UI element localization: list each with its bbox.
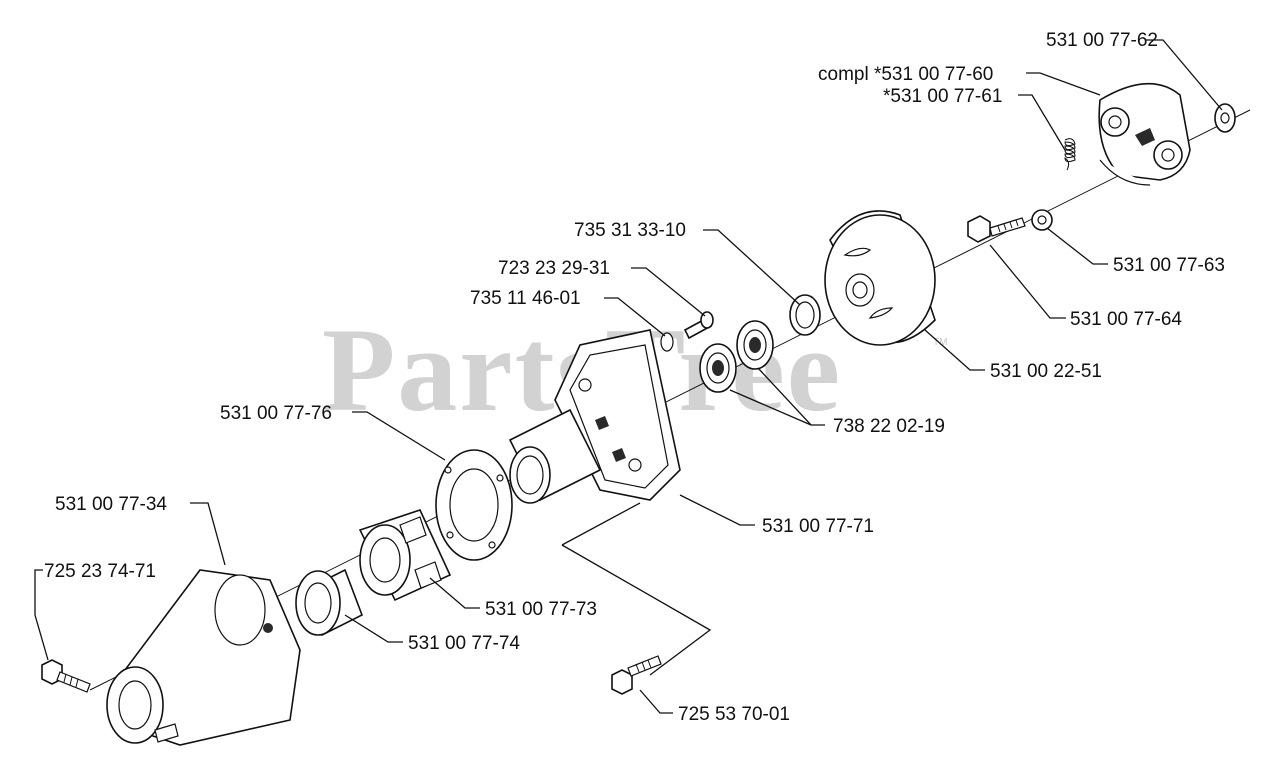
label-531-00-77-71[interactable]: 531 00 77-71	[762, 516, 874, 537]
label-531-00-77-61[interactable]: *531 00 77-61	[883, 86, 1002, 107]
label-531-00-77-63[interactable]: 531 00 77-63	[1113, 255, 1225, 276]
label-735-11-46-01[interactable]: 735 11 46-01	[470, 288, 581, 309]
clutch-shoe-assembly[interactable]	[1098, 82, 1191, 186]
gear-head-housing[interactable]	[106, 569, 301, 746]
bushing[interactable]	[295, 568, 364, 637]
shoulder-bolt[interactable]	[967, 215, 1026, 243]
label-723-23-29-31[interactable]: 723 23 29-31	[498, 258, 610, 279]
ball-bearing-outer[interactable]	[736, 320, 774, 370]
label-531-00-77-62[interactable]: 531 00 77-62	[1046, 30, 1158, 51]
label-531-00-77-34[interactable]: 531 00 77-34	[55, 494, 167, 515]
label-735-31-33-10[interactable]: 735 31 33-10	[574, 220, 686, 241]
gear-head-screw[interactable]	[41, 659, 91, 693]
small-washer[interactable]	[1031, 209, 1053, 231]
circlip[interactable]	[660, 332, 674, 352]
label-725-53-70-01[interactable]: 725 53 70-01	[678, 704, 790, 725]
coupling-spacer[interactable]	[358, 509, 452, 602]
assembly-axis-line	[89, 109, 1251, 691]
leader-lines	[34, 39, 1223, 714]
ball-bearing-inner[interactable]	[699, 343, 737, 393]
label-531-00-77-76[interactable]: 531 00 77-76	[220, 403, 332, 424]
label-531-00-77-60[interactable]: compl *531 00 77-60	[818, 64, 993, 85]
retaining-ring[interactable]	[789, 294, 821, 336]
label-738-22-02-19[interactable]: 738 22 02-19	[833, 416, 945, 437]
label-725-23-74-71[interactable]: 725 23 74-71	[44, 561, 156, 582]
clutch-washer-top[interactable]	[1214, 103, 1236, 133]
clutch-spring[interactable]	[1064, 138, 1076, 171]
housing-mount-screw[interactable]	[611, 655, 662, 695]
clutch-drum[interactable]	[824, 210, 936, 346]
label-531-00-77-74[interactable]: 531 00 77-74	[408, 633, 520, 654]
clutch-housing[interactable]	[508, 329, 681, 504]
gasket-plate[interactable]	[435, 449, 513, 561]
watermark-trademark: TM	[933, 337, 947, 348]
label-531-00-77-64[interactable]: 531 00 77-64	[1070, 309, 1182, 330]
label-531-00-22-51[interactable]: 531 00 22-51	[990, 361, 1102, 382]
label-531-00-77-73[interactable]: 531 00 77-73	[485, 599, 597, 620]
